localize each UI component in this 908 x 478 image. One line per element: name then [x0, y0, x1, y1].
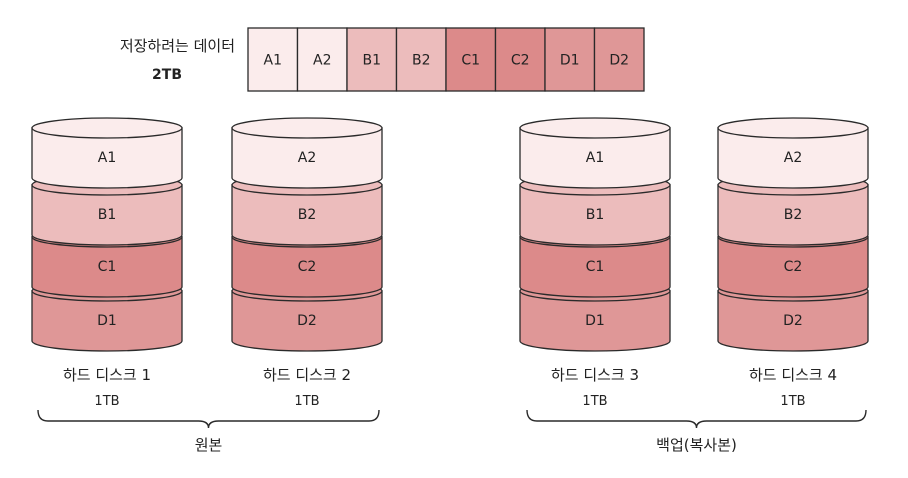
data-block-label: D1: [560, 53, 580, 69]
disk-name: 하드 디스크 3: [551, 366, 639, 384]
disk-segment-label: B2: [784, 207, 803, 223]
disk-segment-label: D2: [783, 313, 803, 329]
disk-segment-label: D1: [585, 313, 605, 329]
data-block: [544, 27, 596, 92]
disk-capacity: 1TB: [294, 394, 319, 409]
disk-segment-label: B2: [298, 207, 317, 223]
disk-segment-label: C1: [98, 259, 117, 275]
group-label: 원본: [195, 436, 223, 454]
data-label-line1: 저장하려는 데이터: [120, 37, 235, 55]
hard-disk-4: D2 C2 B2 A2 하드 디스크 4 1TB: [717, 117, 869, 409]
group-brace: 원본: [37, 409, 380, 454]
hard-disk-1: D1 C1 B1 A1 하드 디스크 1 1TB: [31, 117, 183, 409]
data-block: [247, 27, 299, 92]
group-brace: 백업(복사본): [526, 409, 867, 454]
disk-name: 하드 디스크 4: [749, 366, 837, 384]
group-braces: 원본 백업(복사본): [37, 409, 867, 454]
data-block-label: B2: [412, 53, 431, 69]
disk-segment-label: C1: [586, 259, 605, 275]
data-block-label: C1: [461, 53, 480, 69]
disk-segment-label: A1: [98, 150, 116, 166]
data-block-label: D2: [609, 53, 629, 69]
disk-name: 하드 디스크 1: [63, 366, 151, 384]
disk-segment-label: B1: [586, 207, 605, 223]
disk-segment-label: D2: [297, 313, 317, 329]
disk-segment-label: A2: [298, 150, 316, 166]
data-block: [296, 27, 348, 92]
disk-segment-label: D1: [97, 313, 117, 329]
data-block-label: A1: [264, 53, 282, 69]
disk-segment-label: C2: [784, 259, 803, 275]
data-block-label: C2: [511, 53, 530, 69]
data-label-line2: 2TB: [152, 67, 182, 83]
disk-segment: A2: [717, 117, 869, 189]
hard-disk-3: D1 C1 B1 A1 하드 디스크 3 1TB: [519, 117, 671, 409]
disk-name: 하드 디스크 2: [263, 366, 351, 384]
disk-capacity: 1TB: [582, 394, 607, 409]
data-block-label: A2: [313, 53, 331, 69]
hard-disk-2: D2 C2 B2 A2 하드 디스크 2 1TB: [231, 117, 383, 409]
data-block: [593, 27, 645, 92]
disk-segment-label: A1: [586, 150, 604, 166]
disk-segment-label: A2: [784, 150, 802, 166]
disk-segment-label: C2: [298, 259, 317, 275]
data-block: [445, 27, 497, 92]
disk-capacity: 1TB: [780, 394, 805, 409]
data-block-label: B1: [362, 53, 381, 69]
data-block: [346, 27, 398, 92]
disk-segment: A1: [31, 117, 183, 189]
disk-segment: A2: [231, 117, 383, 189]
disk-segment-label: B1: [98, 207, 117, 223]
data-block: [494, 27, 546, 92]
disk-segment: A1: [519, 117, 671, 189]
data-block-strip: A1 A2 B1 B2 C1 C2 D1 D2: [247, 27, 645, 92]
group-label: 백업(복사본): [656, 436, 737, 454]
disk-capacity: 1TB: [94, 394, 119, 409]
